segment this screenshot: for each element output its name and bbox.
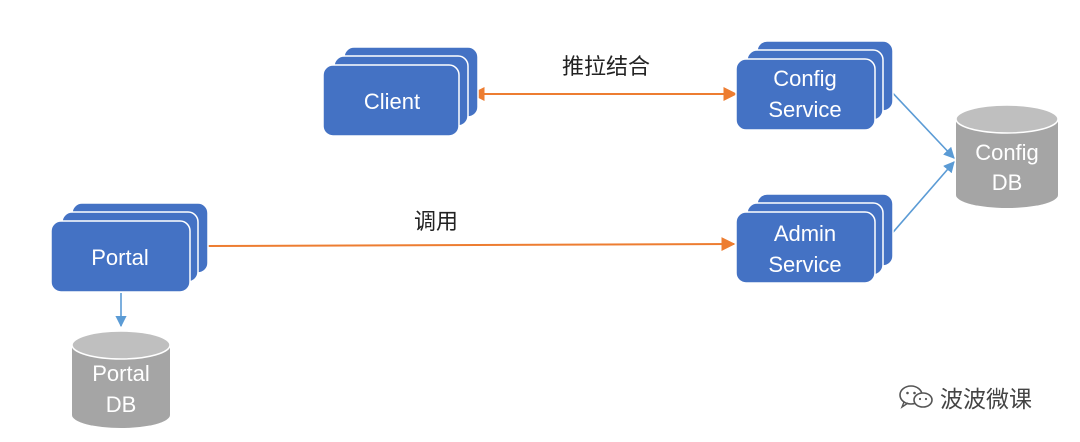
watermark: 波波微课 (898, 380, 1032, 414)
edge-label-portal-admin: 调用 (414, 210, 458, 235)
config-db-label-line2: DB (992, 170, 1023, 195)
edge-portal-admin-service (207, 237, 736, 252)
watermark-text: 波波微课 (940, 387, 1032, 413)
portal-db-label-line1: Portal (92, 361, 149, 386)
admin-service-label-line2: Service (768, 252, 841, 277)
edge-admin-service-config-db (887, 161, 955, 239)
portal-db-label-line2: DB (106, 392, 137, 417)
admin-service-label-line1: Admin (774, 221, 836, 246)
client-label: Client (364, 89, 420, 114)
client-node: Client (322, 46, 479, 137)
config-service-label-line2: Service (768, 97, 841, 122)
config-service-label-line1: Config (773, 66, 837, 91)
admin-service-node: Admin Service (735, 193, 894, 284)
edge-label-client-config: 推拉结合 (562, 55, 650, 80)
config-db-label-line1: Config (975, 140, 1039, 165)
config-db-cylinder: Config DB (955, 104, 1059, 208)
config-service-node: Config Service (735, 40, 894, 131)
edge-config-service-config-db (887, 87, 955, 159)
portal-node: Portal (50, 202, 209, 293)
portal-label: Portal (91, 245, 148, 270)
wechat-icon (899, 385, 933, 409)
portal-db-cylinder: Portal DB (71, 330, 171, 428)
